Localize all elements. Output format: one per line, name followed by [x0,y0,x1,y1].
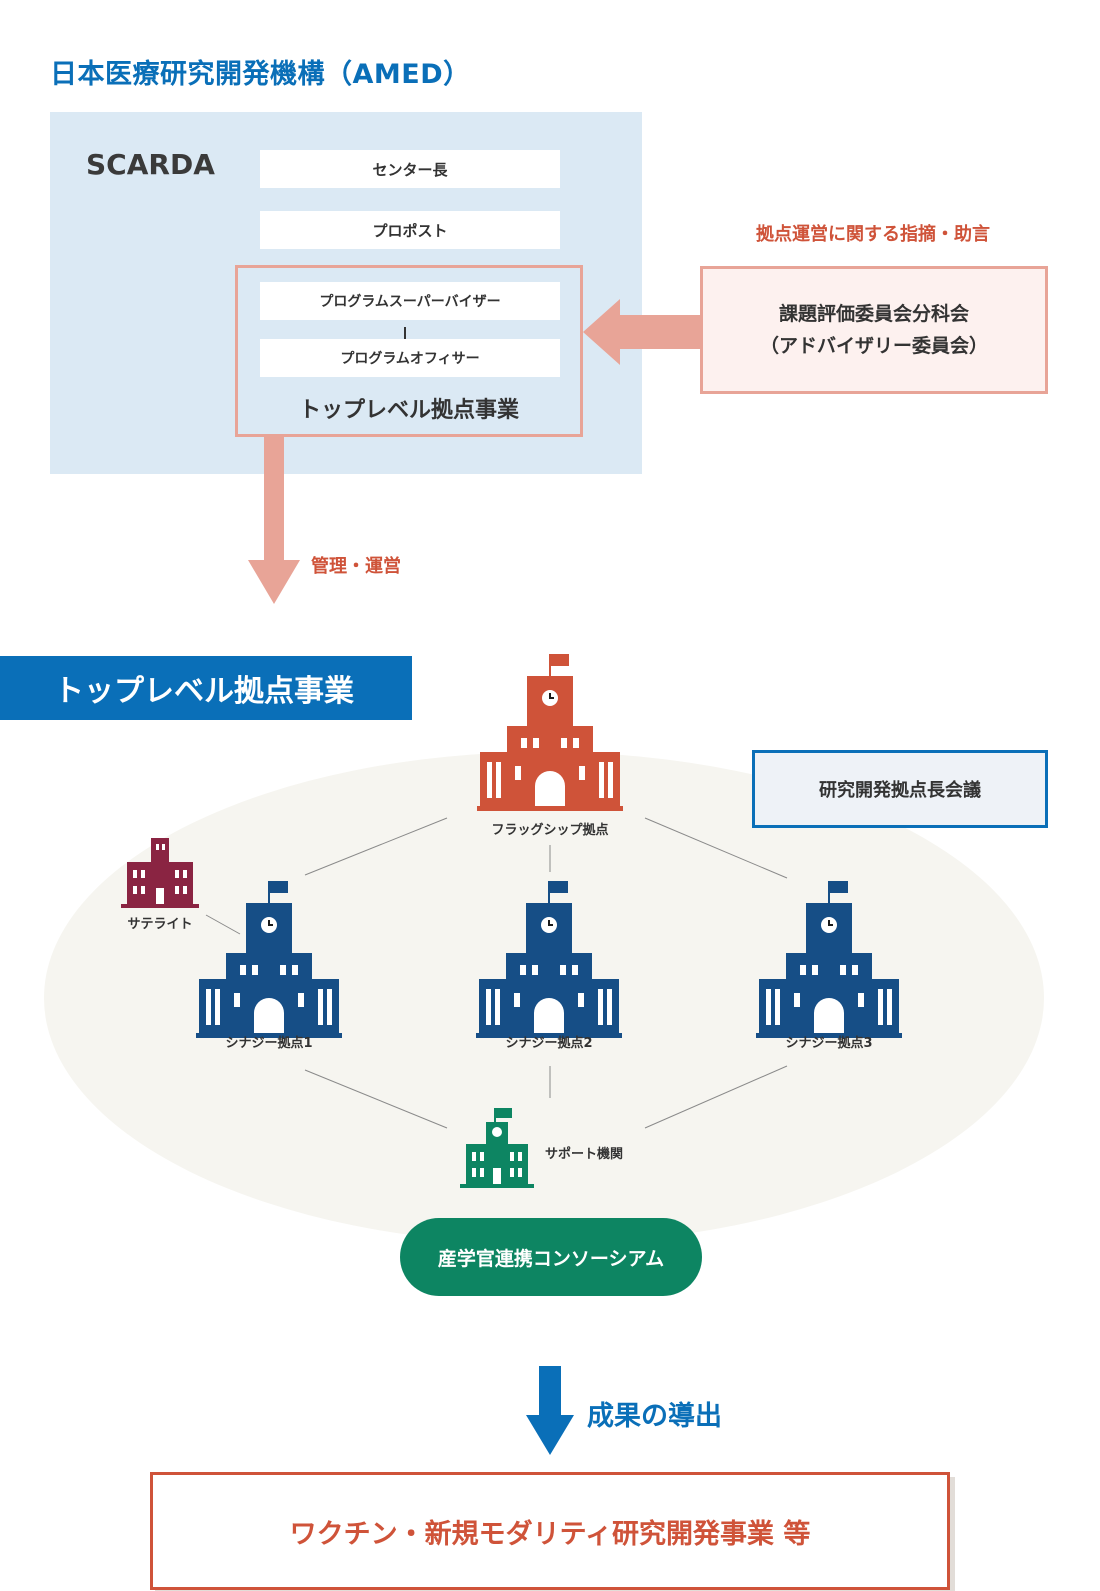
outcome-box: ワクチン・新規モダリティ研究開発事業 等 [150,1472,950,1590]
synergy-building-icon-3 [755,880,903,1039]
program-banner: トップレベル拠点事業 [0,656,412,720]
consortium-badge: 産学官連携コンソーシアム [400,1218,702,1296]
result-arrow [526,1366,574,1455]
top-level-program-frame [235,265,583,437]
network-lines [205,817,788,1129]
synergy-label-2: シナジー拠点2 [505,1036,593,1051]
satellite-building-icon [121,838,199,908]
result-label: 成果の導出 [587,1401,722,1432]
management-arrow [248,437,300,604]
base-directors-meeting-box: 研究開発拠点長会議 [752,750,1048,828]
council-subname: （アドバイザリー委員会） [759,335,988,357]
synergy-building-icon-2 [475,880,623,1039]
scarda-label: SCARDA [86,148,215,181]
provost-box: プロポスト [260,211,560,249]
synergy-building-icon-1 [195,880,343,1039]
center-director-box: センター長 [260,150,560,188]
support-label: サポート機関 [545,1147,624,1162]
advice-label: 拠点運営に関する指摘・助言 [756,224,990,245]
flagship-building-icon [476,653,624,812]
advisory-council-box: 課題評価委員会分科会 （アドバイザリー委員会） [700,266,1048,394]
synergy-label-3: シナジー拠点3 [785,1036,873,1051]
organization-title: 日本医療研究開発機構（AMED） [50,59,471,90]
program-supervisor-box: プログラムスーパーバイザー [260,282,560,320]
satellite-label: サテライト [127,917,193,932]
supervisor-officer-connector [404,327,406,341]
flagship-label: フラッグシップ拠点 [491,823,609,838]
program-frame-title: トップレベル拠点事業 [298,398,519,423]
management-label: 管理・運営 [311,556,401,577]
council-name: 課題評価委員会分科会 [778,303,969,325]
synergy-label-1: シナジー拠点1 [225,1036,313,1051]
advice-arrow [583,299,700,365]
support-building-icon [460,1108,534,1188]
program-officer-box: プログラムオフィサー [260,339,560,377]
